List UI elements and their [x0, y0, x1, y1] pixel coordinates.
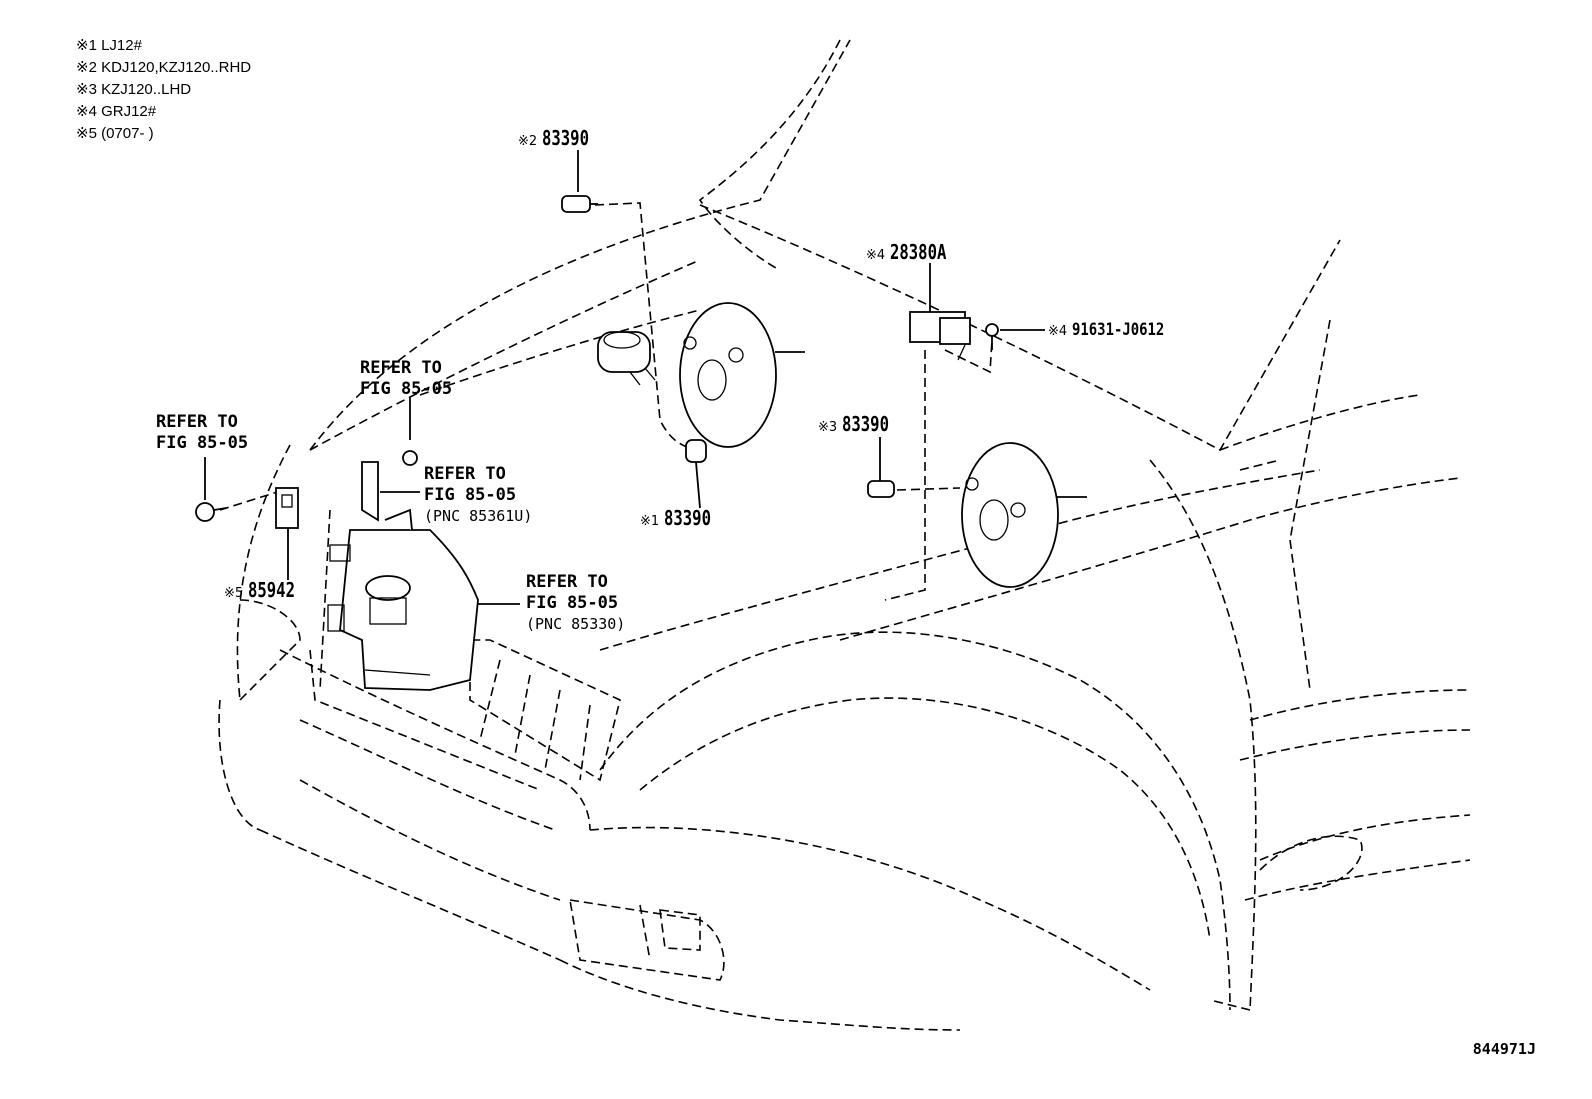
washer-tank — [327, 508, 479, 691]
switch-83390-rhd — [561, 195, 598, 213]
callout-mark: ※4 — [866, 248, 886, 263]
master-cylinder — [597, 331, 656, 386]
ref-fig-85-05-upper[interactable]: REFER TO FIG 85-05 — [360, 358, 452, 400]
callout-83390-rhd[interactable]: ※2 83390 — [518, 128, 602, 148]
ref-line-3: (PNC 85361U) — [424, 507, 533, 525]
note-1: ※1 LJ12# — [76, 37, 142, 54]
brake-booster-rhd — [679, 302, 805, 448]
note-3: ※3 KZJ120..LHD — [76, 81, 192, 98]
brake-booster-lhd — [961, 442, 1087, 588]
callout-mark: ※1 — [640, 514, 660, 529]
part-number: 85942 — [248, 578, 296, 602]
callout-91631-j0612[interactable]: ※4 91631-J0612 — [1048, 322, 1185, 339]
part-number: 83390 — [664, 506, 712, 530]
ref-line-1: REFER TO — [424, 464, 506, 484]
note-2: ※2 KDJ120,KZJ120..RHD — [76, 59, 252, 76]
ref-line-2: FIG 85-05 — [360, 379, 453, 399]
bolt-91631 — [985, 323, 999, 350]
ref-line-2: FIG 85-05 — [526, 593, 619, 613]
part-number: 28380A — [890, 240, 947, 264]
part-number: 83390 — [542, 126, 590, 150]
figure-id: 844971J — [1472, 1040, 1536, 1058]
callout-mark: ※4 — [1048, 324, 1068, 339]
ref-line-2: FIG 85-05 — [156, 433, 249, 453]
callout-mark: ※5 — [224, 586, 244, 601]
ref-fig-85-05-pnc-85330[interactable]: REFER TO FIG 85-05 (PNC 85330) — [526, 572, 625, 635]
leader-lines — [204, 150, 1045, 605]
sensor-28380a — [909, 311, 971, 361]
callout-28380a[interactable]: ※4 28380A — [866, 242, 963, 262]
callout-mark: ※3 — [818, 420, 838, 435]
callout-83390-lj[interactable]: ※1 83390 — [640, 508, 724, 528]
bracket-85361u — [361, 450, 418, 522]
switch-83390-lhd — [867, 480, 895, 498]
ref-line-1: REFER TO — [360, 358, 442, 378]
bolt-left — [195, 502, 227, 522]
part-number: 83390 — [842, 412, 890, 436]
callout-83390-lhd[interactable]: ※3 83390 — [818, 414, 902, 434]
ref-fig-85-05-pnc-85361u[interactable]: REFER TO FIG 85-05 (PNC 85361U) — [424, 464, 532, 527]
ref-line-1: REFER TO — [156, 412, 238, 432]
part-number: 91631-J0612 — [1072, 320, 1165, 340]
ref-fig-85-05-left[interactable]: REFER TO FIG 85-05 — [156, 412, 248, 454]
ref-line-1: REFER TO — [526, 572, 608, 592]
ref-line-2: FIG 85-05 — [424, 485, 517, 505]
switch-83390-ljt — [685, 439, 707, 463]
note-4: ※4 GRJ12# — [76, 103, 157, 120]
vehicle-body — [218, 39, 1471, 1031]
callout-85942[interactable]: ※5 85942 — [224, 580, 308, 600]
bracket-85942 — [275, 487, 299, 529]
note-5: ※5 (0707- ) — [76, 125, 154, 142]
ref-line-3: (PNC 85330) — [526, 615, 626, 633]
callout-mark: ※2 — [518, 134, 538, 149]
